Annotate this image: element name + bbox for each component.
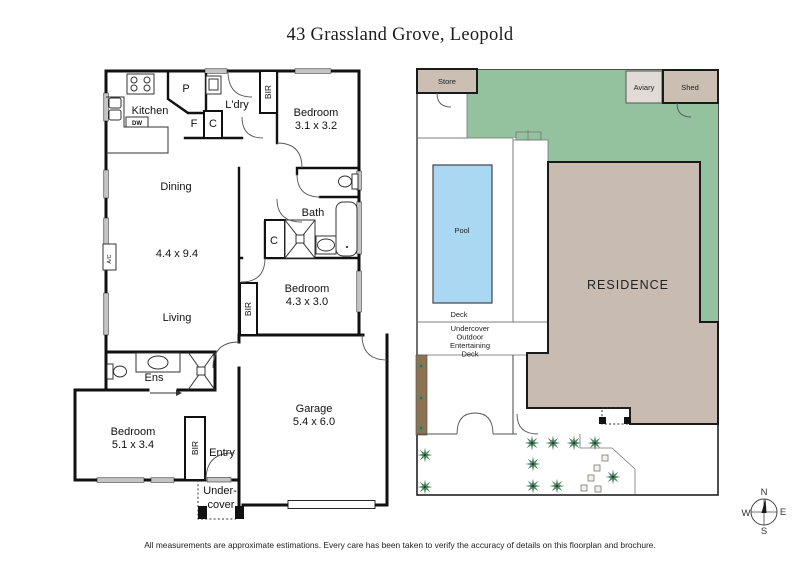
porch-post <box>599 417 606 424</box>
room-dims-bedroom3: 5.1 x 3.4 <box>112 439 154 451</box>
room-label-bedroom1: Bedroom <box>294 107 339 119</box>
room-label-dining: Dining <box>160 181 191 193</box>
site-label-shed: Shed <box>681 83 699 92</box>
ens-toilet-icon <box>106 363 114 380</box>
garage-door <box>287 500 376 509</box>
porch-post <box>624 417 631 424</box>
tree-icon <box>549 478 565 494</box>
walkway <box>512 139 549 323</box>
tree-icon <box>525 456 541 472</box>
garden-bed <box>415 354 428 436</box>
fixture-label-fridge: F <box>191 118 198 130</box>
room-dims-bedroom1: 3.1 x 3.2 <box>295 120 337 132</box>
tree-icon <box>566 435 582 451</box>
tree-icon <box>605 469 621 485</box>
undercover-porch <box>197 480 244 520</box>
room-label-living: Living <box>163 312 192 324</box>
kitchen-fixtures <box>106 73 222 154</box>
fixture-label-aircon: A/C <box>107 254 113 263</box>
site-label-entertaining-4: Deck <box>461 350 478 359</box>
room-label-bath: Bath <box>302 207 325 219</box>
page-title: 43 Grassland Grove, Leopold <box>287 25 514 45</box>
bath-fixtures <box>284 173 359 259</box>
compass-needle <box>761 498 767 513</box>
room-label-kitchen: Kitchen <box>132 105 169 117</box>
site-label-entertaining-2: Outdoor <box>456 333 484 342</box>
store-building <box>416 68 478 94</box>
fixture-label-pantry: P <box>182 83 189 95</box>
fixture-label-bir3: BIR <box>190 441 200 455</box>
site-label-pool: Pool <box>454 226 469 235</box>
fixture-label-bir2: BIR <box>243 302 253 316</box>
fixture-label-bath-cupboard: C <box>270 235 278 247</box>
room-dims-living-zone: 4.4 x 9.4 <box>156 248 198 260</box>
stove-icon <box>126 73 155 95</box>
shed-building <box>662 69 719 104</box>
plant-icon <box>416 393 426 403</box>
room-label-laundry: L'dry <box>225 99 249 111</box>
site-label-deck: Deck <box>450 310 467 319</box>
tree-icon <box>417 479 433 495</box>
site-label-entertaining-1: Undercover <box>451 324 490 333</box>
room-dims-garage: 5.4 x 6.0 <box>293 416 335 428</box>
hall-cupboard <box>203 110 223 139</box>
ensuite-fixtures <box>106 351 216 396</box>
tree-icon <box>525 478 541 494</box>
site-label-aviary: Aviary <box>634 83 655 92</box>
room-dims-bedroom2: 4.3 x 3.0 <box>286 296 328 308</box>
site-label-store: Store <box>438 77 456 86</box>
compass-east: E <box>780 507 786 518</box>
windows <box>96 68 362 483</box>
residence <box>526 161 719 425</box>
bir-closet-bed2 <box>239 282 258 336</box>
tree-icon <box>545 435 561 451</box>
fences-gates <box>417 355 636 494</box>
room-label-entry: Entry <box>209 447 235 459</box>
plant-icon <box>416 361 426 371</box>
pool-gate <box>515 131 542 141</box>
compass: N E S W <box>742 487 787 537</box>
compass-west: W <box>742 508 751 519</box>
room-label-bedroom3: Bedroom <box>111 426 156 438</box>
tree-icon <box>417 447 433 463</box>
compass-south: S <box>761 526 767 537</box>
site-label-entertaining-3: Entertaining <box>450 341 490 350</box>
compass-north: N <box>761 487 768 498</box>
site-label-residence: RESIDENCE <box>587 278 669 292</box>
room-label-undercover-2: cover <box>208 499 235 511</box>
front-porch <box>601 407 631 425</box>
pool <box>432 164 493 304</box>
side-path <box>416 92 468 139</box>
room-label-undercover-1: Under- <box>203 485 237 497</box>
grass-area <box>467 70 718 322</box>
tree-icon <box>524 435 540 451</box>
bathtub-icon <box>335 201 358 257</box>
fixture-label-dishwasher: DW <box>132 121 142 127</box>
oven-icon <box>108 109 122 121</box>
fixture-label-bir1: BIR <box>263 85 273 99</box>
plant-icon <box>416 423 426 433</box>
siteplan: Store Aviary Shed Pool Deck Undercover O… <box>415 68 719 496</box>
oven-icon <box>108 97 122 109</box>
room-label-ensuite: Ens <box>145 372 164 384</box>
dishwasher-box <box>125 116 149 128</box>
room-label-bedroom2: Bedroom <box>285 283 330 295</box>
wc-toilet-icon <box>351 173 359 190</box>
aviary-building <box>625 70 663 104</box>
floorplan: Kitchen DW P L'dry F C BIR Bedroom 3.1 x… <box>73 68 389 520</box>
closets <box>184 70 286 481</box>
disclaimer: All measurements are approximate estimat… <box>144 540 656 550</box>
fixture-label-cupboard: C <box>209 118 217 130</box>
room-label-garage: Garage <box>296 403 333 415</box>
bir-closet-bed3 <box>184 416 206 481</box>
tree-icon <box>587 435 603 451</box>
door-arcs <box>205 70 388 481</box>
stepping-stones <box>580 454 609 493</box>
aircon-box <box>102 243 117 271</box>
bir-closet-bed1 <box>259 70 278 114</box>
